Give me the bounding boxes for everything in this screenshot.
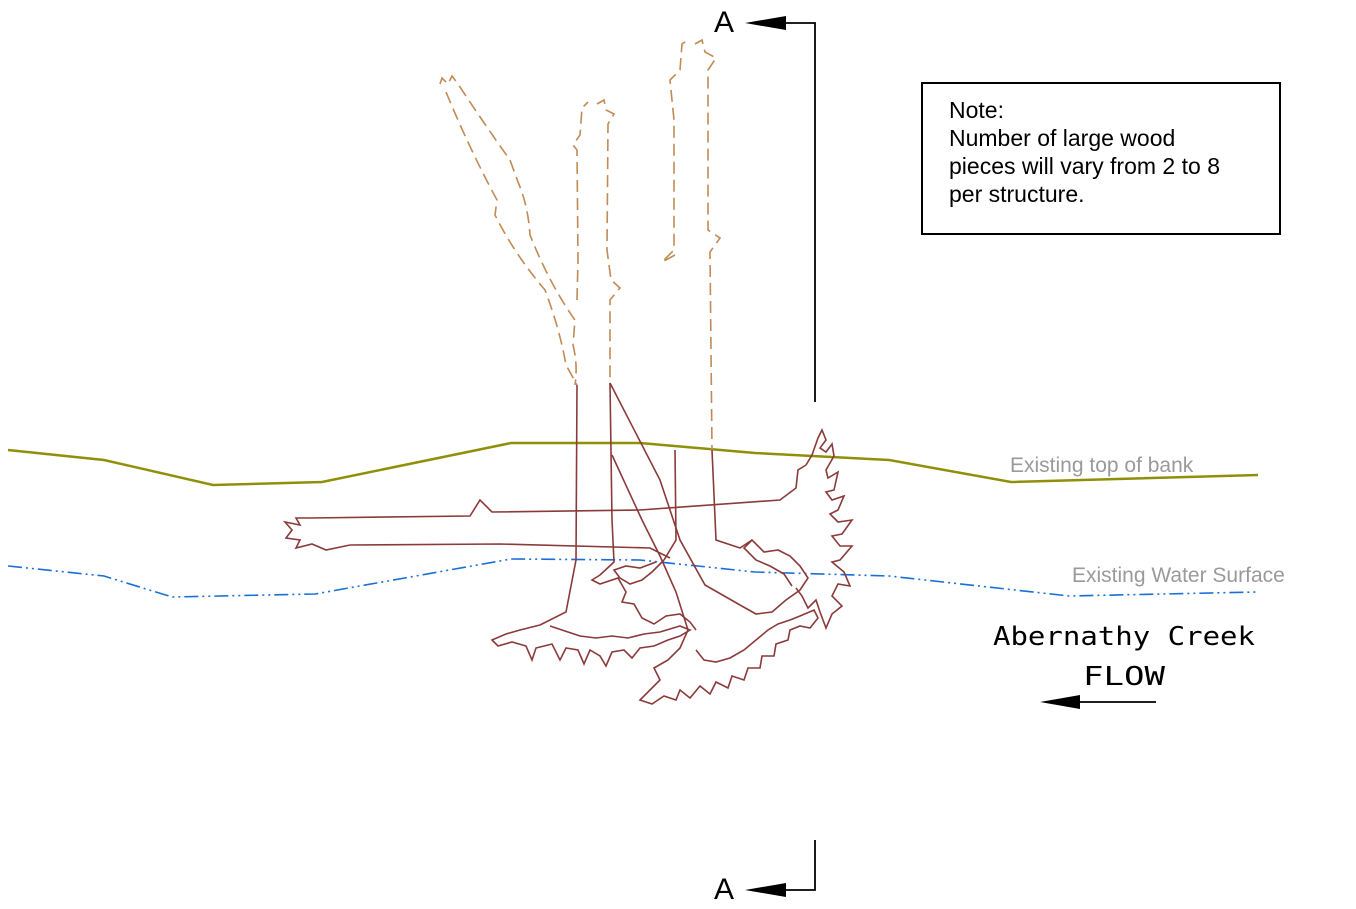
flow-arrow-icon [1040,695,1080,709]
log-b-edge [611,454,689,631]
section-label-top: A [714,6,734,39]
top-of-bank-label: Existing top of bank [1010,454,1194,477]
dashed-log-3-edge [694,38,722,451]
section-label-bottom: A [714,873,734,906]
rootwad-center [638,608,819,705]
section-line-top [786,22,816,402]
flow-label: FLOW [1083,662,1165,692]
note-line-2: pieces will vary from 2 to 8 [949,153,1220,179]
section-arrow-icon [745,16,786,30]
horizontal-log [309,464,807,519]
rootwad-upper-2 [612,559,665,585]
water-surface-label: Existing Water Surface [1072,564,1285,587]
section-line [786,22,816,891]
creek-name-label: Abernathy Creek [993,622,1255,652]
note-line-3: per structure. [949,181,1085,207]
log-a-edge [599,382,615,576]
note-line-1: Number of large wood [949,125,1176,151]
horizontal-log-end [282,517,351,551]
water-surface-line [7,558,1259,598]
rootwad-right [795,428,854,631]
dashed-log-2 [572,101,589,301]
log-a [539,384,578,626]
top-of-bank-line [7,441,1259,487]
note-heading: Note: [949,97,1004,123]
log-c-edge [711,449,753,549]
log-b [609,382,741,606]
log-c [663,449,677,561]
solid-wood-group [282,382,854,705]
horizontal-log-edge [349,543,671,559]
note-box: Note: Number of large wood pieces will v… [921,82,1281,235]
rootwad-left-inner [590,574,697,631]
section-line-bottom [786,840,816,891]
dashed-log-group [439,38,722,451]
rootwad-left [490,624,692,668]
section-arrow-icon [745,883,786,897]
dashed-log-3 [661,39,689,263]
dashed-log-1-edge [445,91,578,386]
dashed-log-2-edge [596,98,622,383]
dashed-log-1 [439,74,577,386]
rootwad-upper [739,538,809,615]
